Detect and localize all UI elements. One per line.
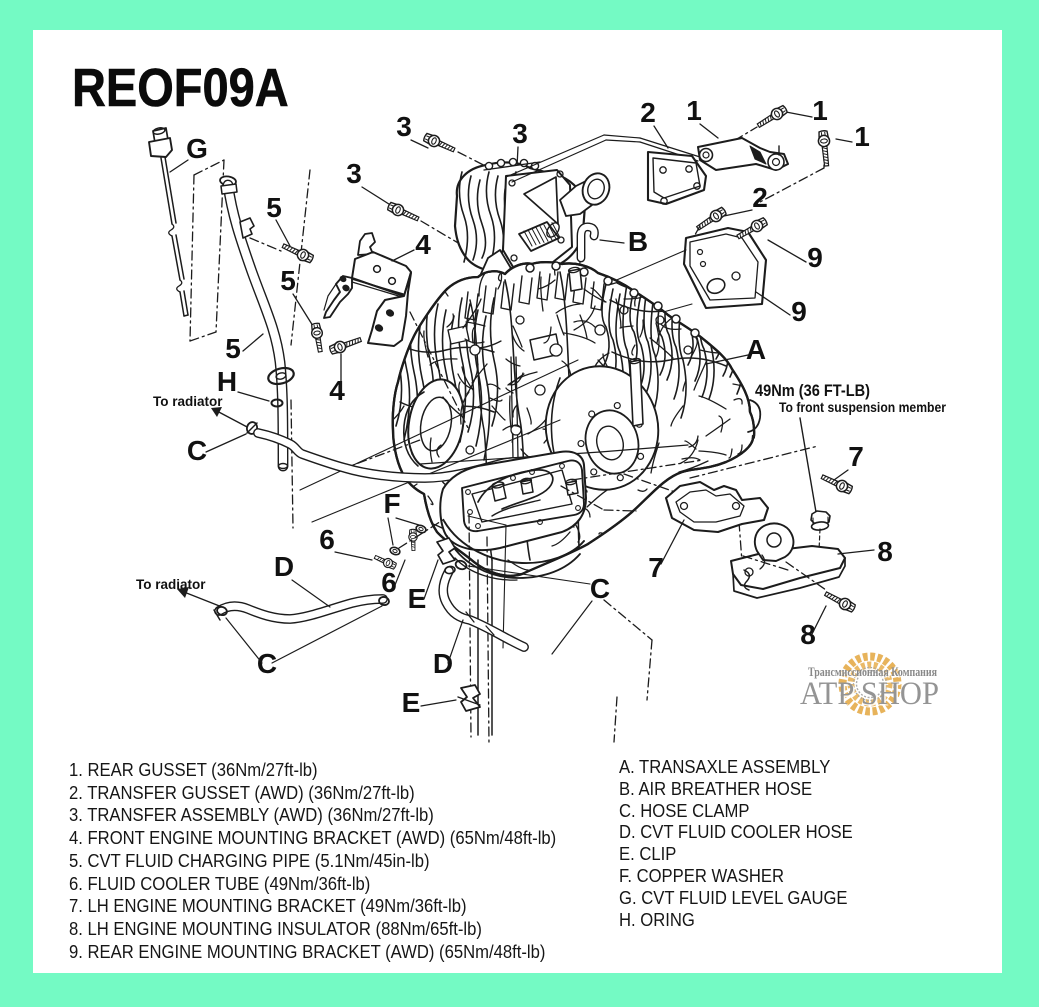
svg-text:F: F — [383, 488, 400, 519]
svg-text:5: 5 — [225, 333, 241, 364]
svg-text:8: 8 — [800, 619, 816, 650]
svg-text:4: 4 — [329, 375, 345, 406]
svg-text:D: D — [433, 648, 453, 679]
svg-text:8: 8 — [877, 536, 893, 567]
svg-text:7: 7 — [648, 552, 664, 583]
svg-text:G: G — [186, 133, 208, 164]
svg-text:D: D — [274, 551, 294, 582]
svg-text:49Nm (36 FT-LB): 49Nm (36 FT-LB) — [755, 382, 870, 400]
svg-text:9: 9 — [791, 296, 807, 327]
svg-text:ATP SHOP: ATP SHOP — [800, 676, 939, 712]
svg-text:9: 9 — [807, 242, 823, 273]
svg-text:C: C — [257, 648, 277, 679]
svg-text:3: 3 — [346, 158, 362, 189]
svg-text:Трансмиссионная Компания: Трансмиссионная Компания — [810, 666, 939, 681]
svg-text:3: 3 — [396, 111, 412, 142]
svg-text:4: 4 — [415, 229, 431, 260]
svg-text:C: C — [590, 573, 610, 604]
svg-text:3: 3 — [512, 118, 528, 149]
svg-text:B: B — [628, 226, 648, 257]
svg-text:5: 5 — [266, 192, 282, 223]
svg-text:To radiator: To radiator — [136, 577, 206, 592]
svg-text:2: 2 — [640, 97, 656, 128]
svg-text:2: 2 — [752, 182, 768, 213]
svg-text:1: 1 — [854, 121, 870, 152]
svg-text:To front suspension member: To front suspension member — [779, 399, 946, 415]
svg-text:6: 6 — [381, 567, 397, 598]
svg-text:5: 5 — [280, 265, 296, 296]
svg-text:E: E — [408, 583, 427, 614]
svg-text:7: 7 — [848, 441, 864, 472]
svg-text:ATP SHOP: ATP SHOP — [802, 678, 941, 714]
svg-text:E: E — [402, 687, 421, 718]
svg-text:6: 6 — [319, 524, 335, 555]
svg-text:1: 1 — [812, 95, 828, 126]
svg-text:To radiator: To radiator — [153, 394, 223, 409]
svg-text:H: H — [217, 366, 237, 397]
svg-text:A: A — [746, 334, 766, 365]
svg-text:1: 1 — [686, 95, 702, 126]
svg-text:Трансмиссионная Компания: Трансмиссионная Компания — [808, 664, 937, 679]
svg-text:C: C — [187, 435, 207, 466]
